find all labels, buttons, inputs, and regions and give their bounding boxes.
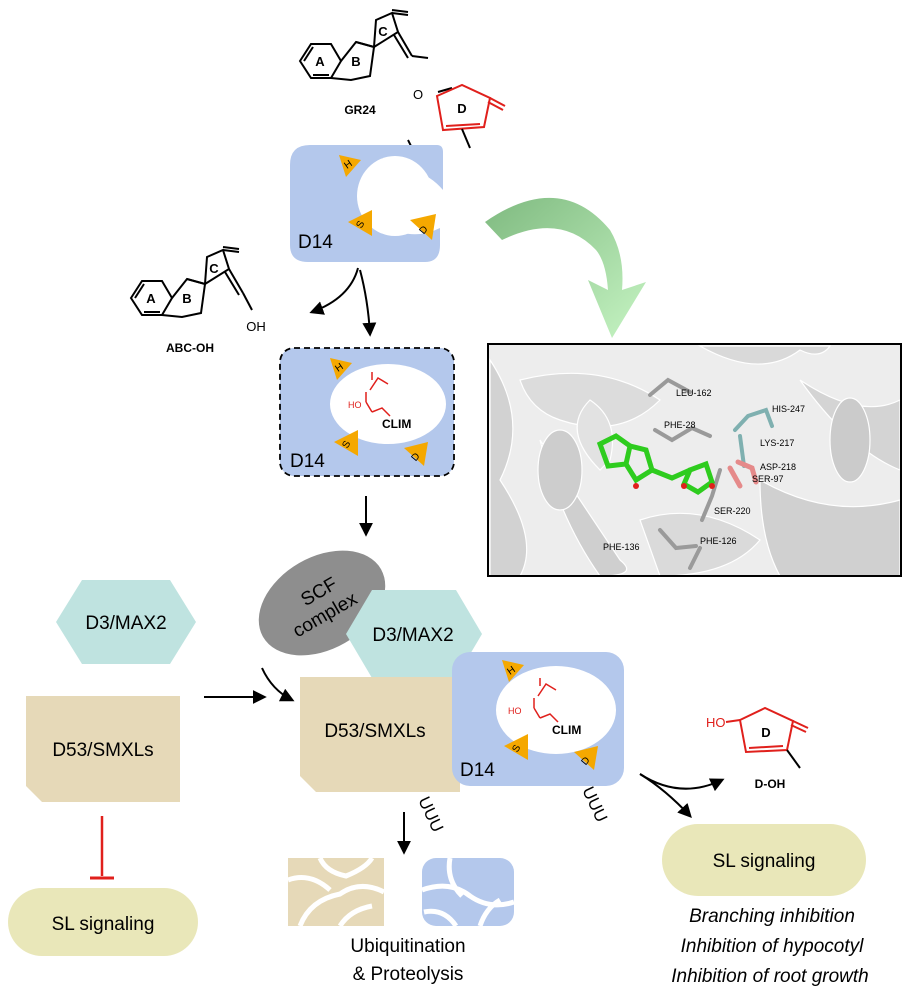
d14-clim-label: D14 bbox=[290, 451, 325, 472]
split-arrow-to-abc bbox=[309, 267, 359, 315]
left-sl-signaling-pill bbox=[8, 888, 198, 956]
svg-text:S: S bbox=[354, 219, 367, 231]
d14-top-label: D14 bbox=[298, 232, 333, 253]
residue-phe126: PHE-126 bbox=[700, 536, 737, 546]
left-sl-signaling-label: SL signaling bbox=[52, 914, 155, 935]
complex-d3max2-hexagon bbox=[346, 590, 482, 678]
structure-inset: LEU-162 HIS-247 PHE-28 LYS-217 ASP-218 S… bbox=[487, 343, 902, 577]
left-d53smxls-box bbox=[26, 696, 180, 802]
d-oh-name: D-OH bbox=[755, 777, 786, 791]
svg-text:S: S bbox=[340, 439, 353, 451]
split-arrow-to-clim bbox=[359, 269, 377, 337]
scf-curve-arrow bbox=[261, 667, 295, 702]
complex-d53smxls-label: D53/SMXLs bbox=[324, 721, 425, 742]
abc-ring-a-label: A bbox=[146, 291, 156, 306]
abc-ring-c-label: C bbox=[209, 261, 219, 276]
residue-asp218: ASP-218 bbox=[760, 462, 796, 472]
svg-text:S: S bbox=[510, 743, 523, 755]
left-d53smxls-label: D53/SMXLs bbox=[52, 740, 153, 761]
residue-phe28: PHE-28 bbox=[664, 420, 696, 430]
left-d3max2-hexagon bbox=[56, 580, 196, 664]
d-oh-ho-label: HO bbox=[706, 715, 726, 730]
gr24-ring-d-label: D bbox=[457, 101, 466, 116]
gr24-ring-c-label: C bbox=[378, 24, 388, 39]
clim-ho-label: HO bbox=[348, 400, 362, 410]
right-sl-signaling-label: SL signaling bbox=[713, 851, 816, 872]
degradation-label-line2: & Proteolysis bbox=[353, 964, 464, 985]
d-oh-ring-label: D bbox=[761, 725, 770, 740]
gr24-ring-a-label: A bbox=[315, 54, 325, 69]
degraded-d14-fragments bbox=[421, 857, 515, 928]
complex-d14-label: D14 bbox=[460, 760, 495, 781]
complex-d3max2-label: D3/MAX2 bbox=[372, 625, 453, 646]
abc-ring-b-label: B bbox=[182, 291, 191, 306]
d14-top-site-s: S bbox=[348, 210, 372, 236]
complex-d53smxls-box bbox=[300, 677, 460, 792]
d14-receptor-top bbox=[290, 145, 443, 262]
d-oh-molecule bbox=[725, 706, 809, 769]
complex-clim-label: CLIM bbox=[552, 723, 581, 737]
effect-root-growth: Inhibition of root growth bbox=[671, 966, 869, 987]
right-sl-signaling-pill bbox=[662, 824, 866, 896]
abc-oh-name: ABC-OH bbox=[166, 341, 214, 355]
gr24-d-ring bbox=[435, 83, 506, 149]
effect-hypocotyl: Inhibition of hypocotyl bbox=[681, 936, 865, 957]
residue-ser97: SER-97 bbox=[752, 474, 784, 484]
d14-top-site-d: D bbox=[410, 214, 436, 240]
split-arrow-to-sl bbox=[639, 773, 692, 819]
gr24-name: GR24 bbox=[344, 103, 376, 117]
degraded-d53-fragments bbox=[287, 856, 386, 928]
d14-top-site-h: H bbox=[339, 155, 361, 177]
complex-clim-ho-label: HO bbox=[508, 706, 522, 716]
zoom-arrow bbox=[485, 197, 646, 338]
effect-branching: Branching inhibition bbox=[689, 906, 855, 927]
ubiquitin-chain-2: UUU bbox=[578, 784, 611, 825]
left-d3max2-label: D3/MAX2 bbox=[85, 613, 166, 634]
abc-oh-molecule bbox=[129, 246, 253, 319]
gr24-oxygen-label: O bbox=[413, 87, 423, 102]
ubiquitin-chain-1: UUU bbox=[414, 794, 447, 835]
residue-ser220: SER-220 bbox=[714, 506, 751, 516]
degradation-label-line1: Ubiquitination bbox=[350, 936, 465, 957]
residue-lys217: LYS-217 bbox=[760, 438, 794, 448]
complex-d14-receptor: HO CLIM H S D D14 bbox=[452, 652, 624, 786]
residue-his247: HIS-247 bbox=[772, 404, 805, 414]
clim-label: CLIM bbox=[382, 417, 411, 431]
residue-leu162: LEU-162 bbox=[676, 388, 712, 398]
gr24-molecule bbox=[298, 9, 453, 93]
abc-oh-label: OH bbox=[246, 319, 266, 334]
gr24-ring-b-label: B bbox=[351, 54, 360, 69]
d14-clim-receptor: HO CLIM H S D D14 bbox=[279, 347, 455, 477]
residue-phe136: PHE-136 bbox=[603, 542, 640, 552]
